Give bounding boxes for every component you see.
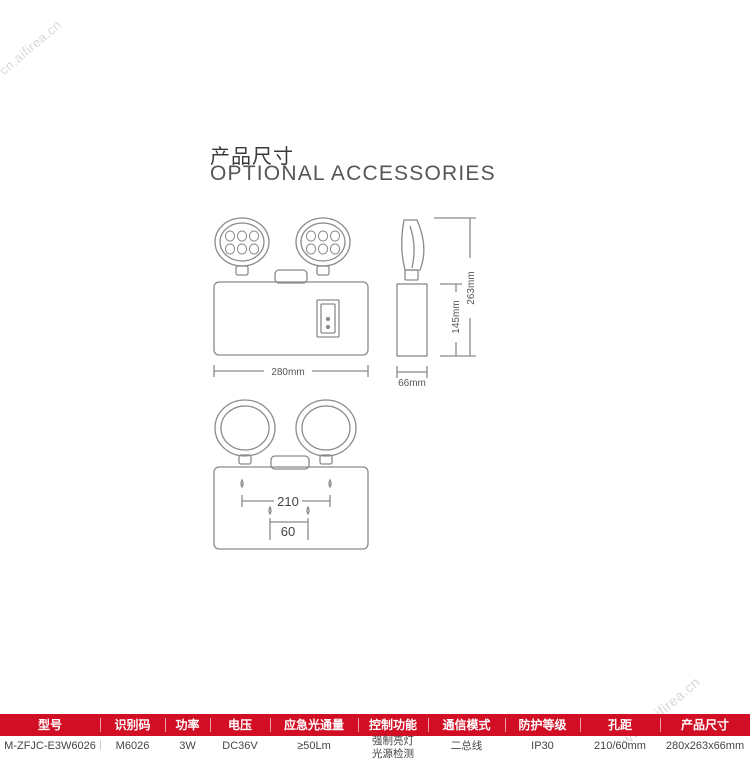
header-divider <box>270 718 271 732</box>
spec-table-header: 型号 识别码 功率 电压 应急光通量 控制功能 通信模式 防护等级 孔距 产品尺… <box>0 714 750 736</box>
back-view <box>213 399 369 550</box>
front-view <box>213 217 369 377</box>
value-size: 280x263x66mm <box>665 740 745 752</box>
value-model: M-ZFJC-E3W6026 <box>4 740 96 752</box>
header-divider <box>100 718 101 732</box>
header-communication: 通信模式 <box>442 718 491 732</box>
header-divider <box>210 718 211 732</box>
header-control: 控制功能 <box>368 718 417 732</box>
header-divider <box>428 718 429 732</box>
width-dimension-label: 280mm <box>271 367 304 378</box>
body-height-label: 145mm <box>451 300 462 333</box>
value-control-line-1: 强制亮灯 <box>372 735 414 747</box>
header-protection: 防护等级 <box>518 718 567 732</box>
header-divider <box>505 718 506 732</box>
section-title-cn: 产品尺寸 <box>210 144 294 168</box>
header-power: 功率 <box>175 718 200 732</box>
header-divider <box>580 718 581 732</box>
header-divider <box>165 718 166 732</box>
value-power: 3W <box>179 740 196 752</box>
spec-table-row: M-ZFJC-E3W6026 M6026 3W DC36V ≥50Lm 强制亮灯… <box>0 735 750 760</box>
spec-table: 型号 识别码 功率 电压 应急光通量 控制功能 通信模式 防护等级 孔距 产品尺… <box>0 714 750 760</box>
hole-spacing-label: 210 <box>277 494 299 509</box>
header-model: 型号 <box>37 718 62 732</box>
header-voltage: 电压 <box>227 718 252 732</box>
value-code: M6026 <box>115 740 150 752</box>
hole-pitch-label: 60 <box>281 524 295 539</box>
product-dimension-drawing: 280mm 66mm 263mm 145mm <box>213 217 477 550</box>
value-hole-distance: 210/60mm <box>594 740 646 752</box>
header-size: 产品尺寸 <box>680 718 729 732</box>
side-view <box>396 217 476 378</box>
value-communication: 二总线 <box>450 740 483 752</box>
header-hole-distance: 孔距 <box>607 718 632 732</box>
header-divider <box>660 718 661 732</box>
value-protection: IP30 <box>531 740 554 752</box>
header-luminous-flux: 应急光通量 <box>283 718 344 732</box>
value-luminous-flux: ≥50Lm <box>297 740 331 752</box>
value-voltage: DC36V <box>222 740 258 752</box>
header-divider <box>358 718 359 732</box>
section-title-en: OPTIONAL ACCESSORIES <box>210 162 496 185</box>
row-divider <box>100 740 101 750</box>
depth-dimension-label: 66mm <box>398 378 426 389</box>
total-height-label: 263mm <box>466 271 477 304</box>
header-code: 识别码 <box>114 718 151 732</box>
